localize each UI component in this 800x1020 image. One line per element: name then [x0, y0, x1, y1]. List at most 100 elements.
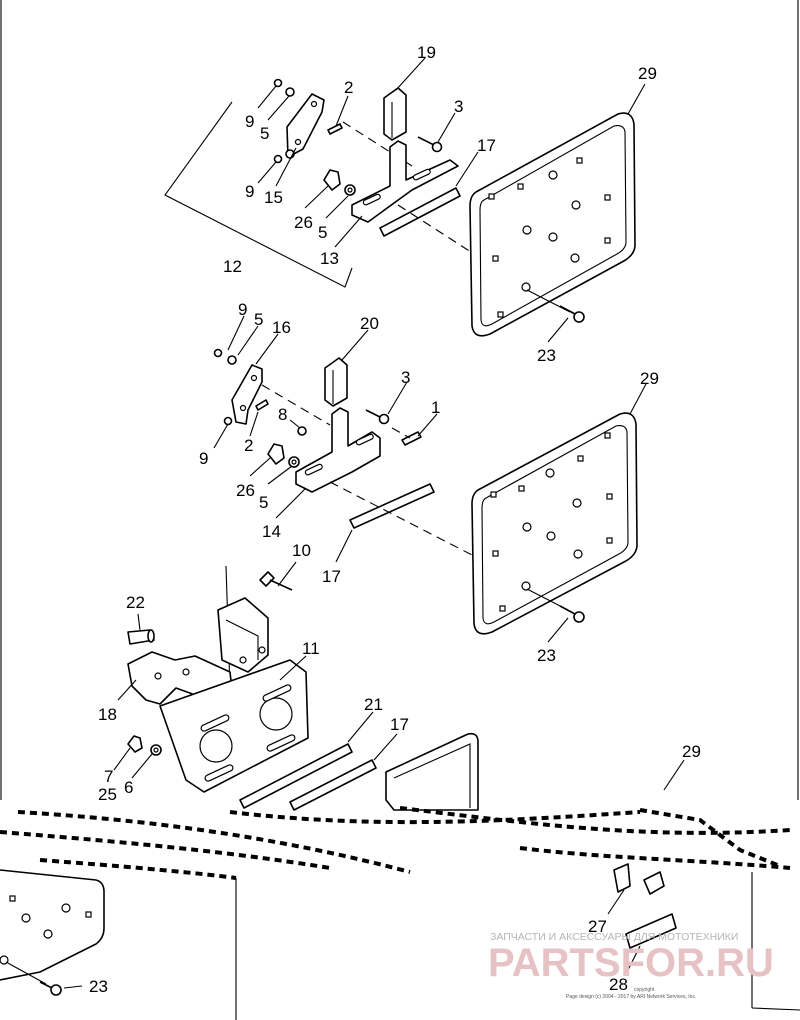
plate-hole	[571, 200, 581, 210]
callout-17: 17	[477, 136, 496, 155]
leader-line	[117, 679, 137, 701]
plate-hole	[572, 498, 582, 508]
callout-9: 9	[245, 182, 254, 201]
bracket-13-slot	[412, 168, 431, 181]
leader-line	[395, 57, 426, 91]
plate-hole	[0, 955, 9, 965]
pad-28	[625, 913, 677, 949]
callout-9: 9	[238, 300, 247, 319]
separator-line	[751, 1007, 800, 1011]
plate-hole	[43, 929, 53, 939]
callout-2: 2	[344, 78, 353, 97]
bracket-15	[286, 93, 325, 158]
leader-line	[255, 333, 279, 365]
leader-line	[267, 95, 290, 121]
leader-line	[227, 315, 245, 351]
plate-holes	[490, 432, 613, 612]
callout-17: 17	[322, 567, 341, 586]
callout-14: 14	[262, 522, 281, 541]
leader-line	[334, 215, 363, 248]
leader-line	[607, 889, 625, 915]
screw-23-head	[573, 311, 585, 323]
leader-line	[213, 423, 229, 449]
leader-line	[547, 617, 569, 643]
callout-29: 29	[682, 742, 701, 761]
leader-line	[267, 465, 293, 485]
leader-line	[625, 945, 641, 975]
leader-line	[629, 383, 647, 415]
leader-line	[304, 185, 329, 209]
leader-line	[277, 561, 297, 587]
license-plate-frame-29	[385, 732, 479, 811]
reflector-strip-17	[379, 187, 461, 237]
mount-bracket-hole	[258, 646, 266, 654]
leader-line	[627, 83, 646, 115]
bolt-10-head	[259, 571, 275, 587]
leader-line	[249, 411, 259, 437]
dashed-guide	[397, 204, 475, 255]
leader-line	[63, 985, 83, 989]
plate-hole	[522, 225, 532, 235]
callout-9: 9	[245, 112, 254, 131]
plate-hole	[521, 282, 531, 292]
screw-1	[401, 431, 422, 446]
bracket-18-hole	[182, 668, 190, 676]
watermark-caption: ЗАПЧАСТИ И АКСЕССУАРЫ ДЛЯ МОТОТЕХНИКИ	[490, 931, 738, 943]
callout-19: 19	[417, 43, 436, 62]
render-artifact	[17, 810, 411, 874]
plate-fragment-left	[0, 869, 105, 981]
nut-26	[267, 443, 285, 465]
plate-hole	[606, 493, 613, 500]
leader-line	[257, 161, 277, 184]
callout-23: 23	[537, 346, 556, 365]
reflector-strip-17	[289, 759, 377, 811]
washer-5	[227, 355, 237, 365]
screw-23-shank	[559, 305, 576, 315]
callout-28: 28	[609, 975, 628, 994]
leader-line	[249, 457, 271, 477]
callout-7: 7	[104, 767, 113, 786]
plate-hole	[517, 183, 524, 190]
callout-23: 23	[89, 977, 108, 996]
plate-hole	[570, 253, 580, 263]
copyright-line: copyright	[634, 987, 655, 993]
callout-11: 11	[302, 639, 320, 658]
callout-13: 13	[320, 249, 339, 268]
clip-27	[643, 871, 665, 895]
plate-hole	[545, 468, 555, 478]
callout-23: 23	[537, 646, 556, 665]
callout-6: 6	[124, 778, 133, 797]
leader-line	[547, 317, 569, 343]
callout-27: 27	[588, 917, 607, 936]
leader-line	[335, 529, 353, 563]
reflector-strip-17	[349, 483, 435, 529]
leader-line	[275, 487, 307, 519]
washer-5-hole	[347, 187, 353, 193]
leader-line	[663, 759, 685, 791]
screw-3-head	[378, 413, 390, 425]
leader-line	[341, 329, 369, 361]
callout-16: 16	[272, 318, 291, 337]
middle-assembly: 9 5 16 20 3 1 8 9 2 26 5 14 29 17 23	[199, 300, 659, 665]
copyright-notice: Page design (c) 2004 - 2017 by ARI Netwo…	[566, 994, 696, 1000]
callout-1: 1	[431, 398, 440, 417]
leader-line	[335, 95, 349, 127]
plate-hole	[604, 432, 611, 439]
reflector-21	[239, 743, 353, 809]
screw-23-shank	[39, 981, 53, 989]
plate-hole	[604, 194, 611, 201]
leader-line	[417, 413, 438, 437]
callout-21: 21	[364, 695, 383, 714]
license-plate-frame-29	[471, 412, 638, 635]
plate-hole	[606, 537, 613, 544]
screw-3-shank	[417, 136, 435, 146]
plate-hole	[546, 531, 556, 541]
plate-hole	[573, 549, 583, 559]
bracket-14-slot	[304, 463, 323, 476]
washer-5-hole	[291, 459, 297, 465]
plate-hole	[576, 157, 583, 164]
callout-22: 22	[126, 593, 145, 612]
screw-3-head	[431, 141, 443, 153]
render-artifact	[0, 830, 331, 870]
